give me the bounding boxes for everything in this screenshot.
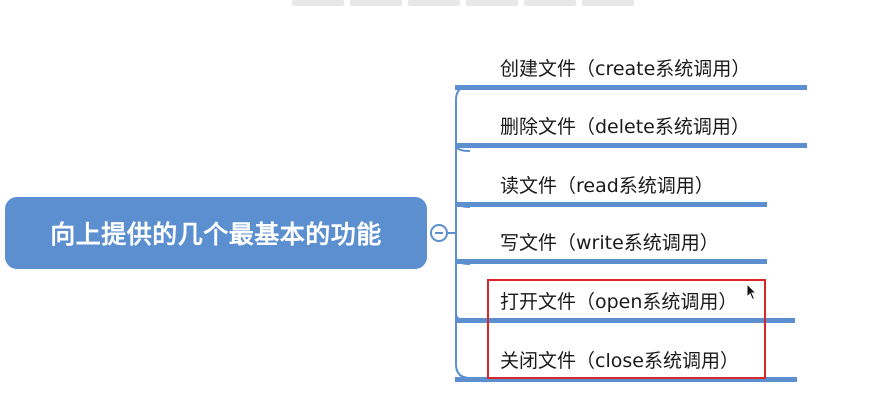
branch-node-create[interactable]: 创建文件（create系统调用） [455,50,807,90]
branch-label: 写文件（write系统调用） [500,232,719,254]
branch-underline [455,85,807,90]
branch-label: 删除文件（delete系统调用） [500,116,750,138]
branch-underline [455,143,807,148]
branch-underline [455,259,767,264]
branch-label: 创建文件（create系统调用） [500,58,751,80]
branch-node-write[interactable]: 写文件（write系统调用） [455,224,767,264]
collapse-toggle-button[interactable] [430,224,448,242]
highlight-box [487,279,766,379]
toolbar-tab[interactable] [350,0,402,6]
toolbar-tab[interactable] [582,0,634,6]
branch-node-open[interactable]: 打开文件（open系统调用） [455,283,795,323]
root-topic-node[interactable]: 向上提供的几个最基本的功能 [5,197,427,269]
collapse-minus-icon [435,232,443,234]
toolbar-tab[interactable] [292,0,344,6]
branch-underline [455,202,767,207]
branch-label: 打开文件（open系统调用） [500,291,738,313]
branch-underline [455,318,795,323]
toolbar-tab[interactable] [466,0,518,6]
mouse-pointer-icon [746,283,758,301]
branch-underline [455,377,797,382]
branch-node-close[interactable]: 关闭文件（close系统调用） [455,342,797,382]
branch-node-delete[interactable]: 删除文件（delete系统调用） [455,108,807,148]
toolbar-tab[interactable] [524,0,576,6]
branch-label: 关闭文件（close系统调用） [500,350,739,372]
top-toolbar-tabs [292,0,634,6]
branch-node-read[interactable]: 读文件（read系统调用） [455,167,767,207]
root-topic-label: 向上提供的几个最基本的功能 [50,220,382,249]
toolbar-tab[interactable] [408,0,460,6]
branch-label: 读文件（read系统调用） [500,175,714,197]
